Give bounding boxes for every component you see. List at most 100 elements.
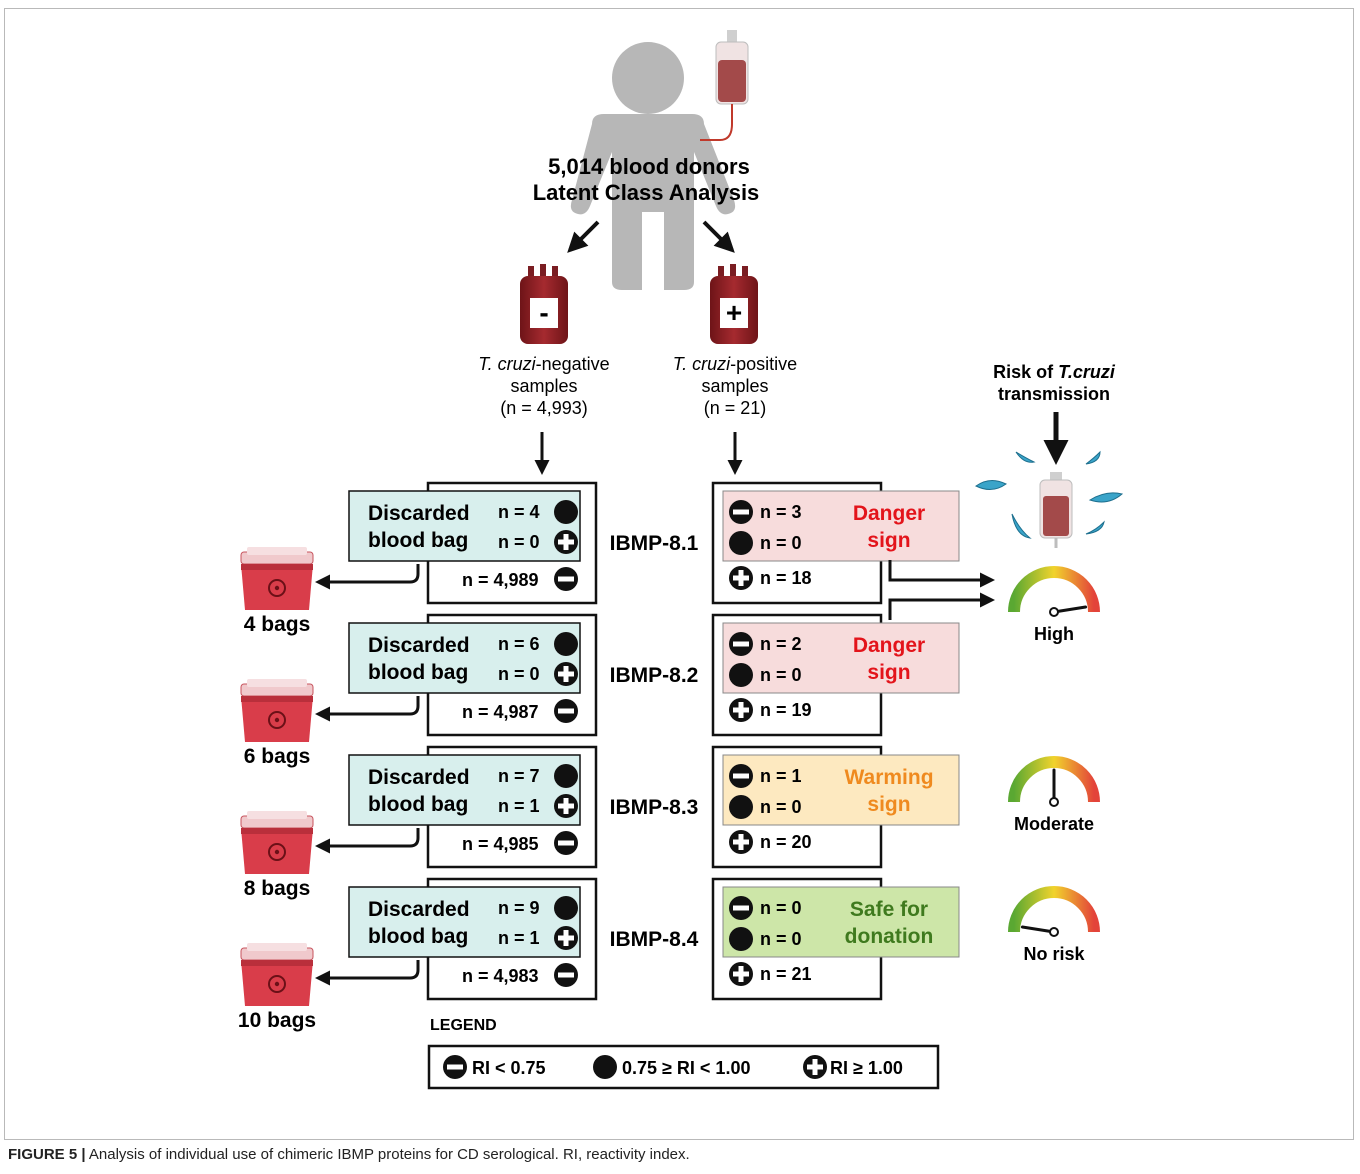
- pos-intermediate-count: n = 0: [760, 929, 802, 949]
- protein-label: IBMP-8.3: [610, 796, 699, 819]
- discarded-bags-count: 8 bags: [244, 877, 311, 900]
- arrow-to-discard-bin: [315, 960, 420, 986]
- diagram-canvas: 5,014 blood donors Latent Class Analysis…: [238, 30, 1124, 1090]
- status-label-line2: donation: [845, 925, 934, 948]
- analysis-title: Latent Class Analysis: [533, 180, 760, 205]
- discarded-label-line2: blood bag: [368, 925, 468, 948]
- legend-positive-label: RI ≥ 1.00: [830, 1058, 903, 1078]
- status-box: [722, 754, 960, 826]
- discarded-label-line2: blood bag: [368, 793, 468, 816]
- neg-positive-count: n = 1: [498, 796, 540, 816]
- status-box: [722, 886, 960, 958]
- legend-intermediate-label: 0.75 ≥ RI < 1.00: [622, 1058, 750, 1078]
- risk-title-line1: Risk of T.cruzi: [993, 362, 1116, 382]
- status-label-line1: Danger: [853, 634, 925, 657]
- neg-intermediate-count: n = 4: [498, 502, 540, 522]
- negative-ri-icon: [729, 632, 753, 656]
- positive-samples-name: T. cruzi-positive: [673, 354, 797, 374]
- discarded-label-line1: Discarded: [368, 898, 470, 921]
- negative-ri-icon: [729, 764, 753, 788]
- status-label-line1: Warming: [844, 766, 933, 789]
- discarded-label-line1: Discarded: [368, 502, 470, 525]
- discarded-label-line2: blood bag: [368, 529, 468, 552]
- arrow-to-discard-bin: [315, 696, 420, 722]
- discarded-bags-count: 4 bags: [244, 613, 311, 636]
- risk-title-line2: transmission: [998, 384, 1110, 404]
- negative-ri-icon: [554, 699, 578, 723]
- negative-blood-bag-icon: -: [520, 264, 568, 344]
- arrow-to-discard-bin: [315, 828, 420, 854]
- negative-ri-icon: [554, 831, 578, 855]
- legend-positive-icon: [803, 1055, 827, 1079]
- legend-intermediate-icon: [593, 1055, 617, 1079]
- positive-ri-icon: [554, 662, 578, 686]
- caption-text: Analysis of individual use of chimeric I…: [85, 1146, 690, 1163]
- figure-frame: [4, 8, 1354, 1140]
- pos-negative-count: n = 3: [760, 502, 802, 522]
- intermediate-ri-icon: [554, 896, 578, 920]
- pos-negative-count: n = 2: [760, 634, 802, 654]
- status-label-line2: sign: [867, 793, 910, 816]
- neg-positive-count: n = 0: [498, 532, 540, 552]
- protein-label: IBMP-8.4: [610, 928, 699, 951]
- protein-label: IBMP-8.2: [610, 664, 699, 687]
- pos-positive-count: n = 21: [760, 964, 812, 984]
- pos-negative-count: n = 0: [760, 898, 802, 918]
- positive-ri-icon: [554, 794, 578, 818]
- legend-box: [427, 1044, 940, 1090]
- iv-blood-bag-icon: [700, 30, 749, 141]
- gauge-pivot: [1049, 607, 1059, 617]
- figure-caption: FIGURE 5 | Analysis of individual use of…: [8, 1146, 690, 1163]
- positive-blood-bag-icon: +: [710, 264, 758, 344]
- discarded-bags-count: 10 bags: [238, 1009, 316, 1032]
- status-label-line1: Danger: [853, 502, 925, 525]
- neg-positive-count: n = 0: [498, 664, 540, 684]
- intermediate-ri-icon: [729, 927, 753, 951]
- arrow-to-negative: [567, 220, 600, 253]
- discarded-bags-count: 6 bags: [244, 745, 311, 768]
- legend-negative-label: RI < 0.75: [472, 1058, 546, 1078]
- legend-title: LEGEND: [430, 1017, 497, 1034]
- protein-label: IBMP-8.1: [610, 532, 699, 555]
- neg-intermediate-count: n = 6: [498, 634, 540, 654]
- positive-ri-icon: [729, 962, 753, 986]
- discarded-label-line1: Discarded: [368, 634, 470, 657]
- neg-intermediate-count: n = 9: [498, 898, 540, 918]
- positive-ri-icon: [729, 830, 753, 854]
- discarded-label-line2: blood bag: [368, 661, 468, 684]
- pos-positive-count: n = 19: [760, 700, 812, 720]
- positive-ri-icon: [729, 698, 753, 722]
- gauge-label: High: [1034, 624, 1074, 644]
- intermediate-ri-icon: [729, 531, 753, 555]
- positive-bag-symbol: +: [726, 297, 742, 328]
- biohazard-bin-icon: [240, 678, 314, 743]
- negative-ri-icon: [729, 896, 753, 920]
- positive-samples-word: samples: [701, 376, 768, 396]
- arrow-row1-to-high: [888, 560, 995, 588]
- neg-negative-count: n = 4,987: [462, 702, 539, 722]
- gauge-arc-icon: [1014, 892, 1094, 932]
- blood-donor-person-icon: [570, 42, 736, 290]
- neg-negative-count: n = 4,989: [462, 570, 539, 590]
- neg-negative-count: n = 4,985: [462, 834, 539, 854]
- positive-ri-icon: [729, 566, 753, 590]
- risk-gauge: Moderate: [1014, 762, 1094, 834]
- gauge-pivot: [1049, 927, 1059, 937]
- arrow-to-positive: [702, 220, 735, 253]
- pos-positive-count: n = 18: [760, 568, 812, 588]
- status-label-line2: sign: [867, 661, 910, 684]
- neg-positive-count: n = 1: [498, 928, 540, 948]
- gauge-needle: [1052, 605, 1088, 614]
- arrow-to-discard-bin: [315, 564, 420, 590]
- negative-samples-word: samples: [510, 376, 577, 396]
- gauge-arc-icon: [1014, 572, 1094, 612]
- pos-intermediate-count: n = 0: [760, 665, 802, 685]
- intermediate-ri-icon: [554, 500, 578, 524]
- discarded-label-line1: Discarded: [368, 766, 470, 789]
- intermediate-ri-icon: [554, 764, 578, 788]
- negative-ri-icon: [554, 963, 578, 987]
- pos-negative-count: n = 1: [760, 766, 802, 786]
- positive-ri-icon: [554, 530, 578, 554]
